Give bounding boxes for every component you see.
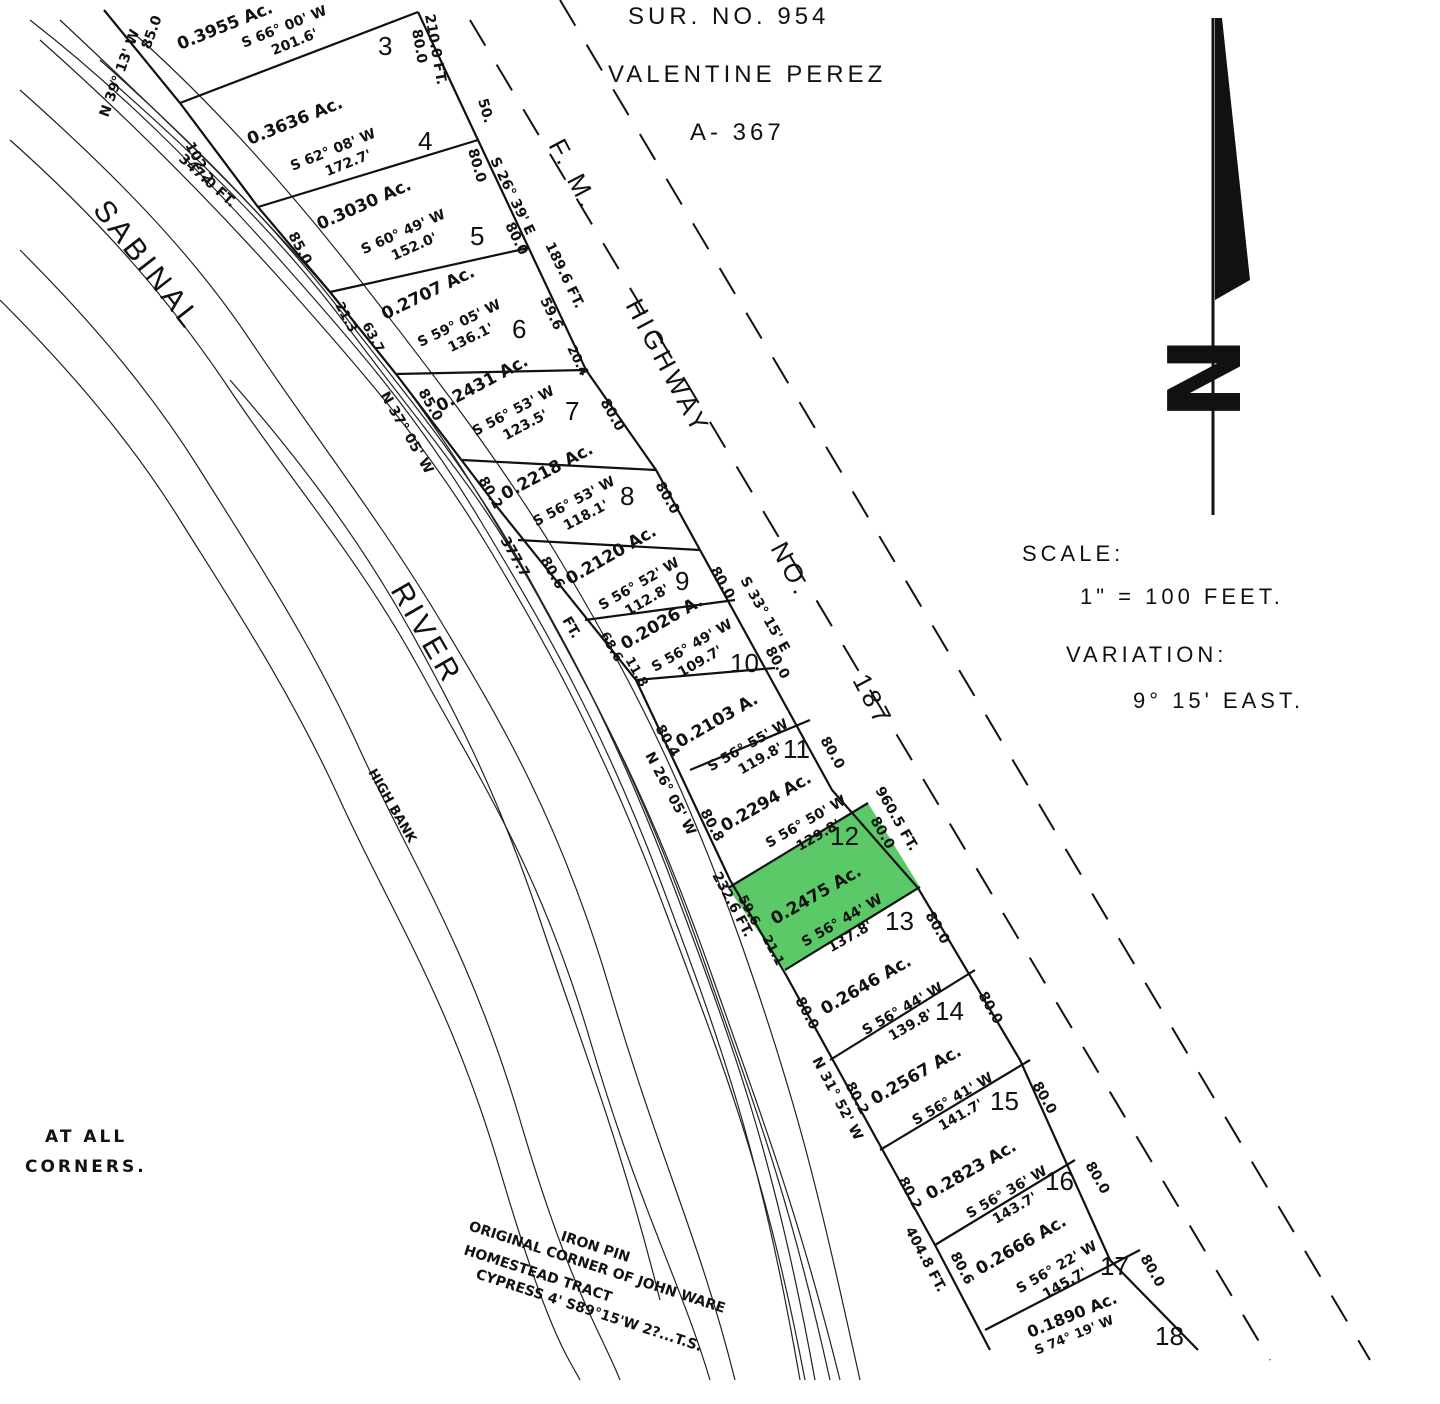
highlighted-lot-13 xyxy=(728,803,920,970)
highway-edges xyxy=(469,0,1371,1361)
lot-9-number: 9 xyxy=(675,566,689,596)
variation-value: 9° 15' EAST. xyxy=(1133,688,1304,713)
west-seg-118: 11.8 xyxy=(622,655,651,690)
subdivision-boundary xyxy=(103,9,1199,1351)
survey-header: SUR. NO. 954 VALENTINE PEREZ A- 367 xyxy=(608,3,886,146)
lot-5-number: 5 xyxy=(470,221,484,251)
lot-14-number: 14 xyxy=(935,996,964,1026)
west-bearing-1: N 39° 13' W xyxy=(97,27,144,119)
highway-line-4: 187 xyxy=(847,669,899,732)
river-line-2: RIVER xyxy=(384,577,468,690)
east-seg-800-top: 80.0 xyxy=(408,28,430,65)
east-seg-800-h: 80.0 xyxy=(817,734,848,772)
lot-15-number: 15 xyxy=(990,1086,1019,1116)
highway-line-2: HIGHWAY xyxy=(620,294,717,440)
lot-13-number: 13 xyxy=(885,906,914,936)
high-bank-label: HIGH BANK xyxy=(365,767,420,847)
west-seg-1: 85.0 xyxy=(139,13,166,51)
highway-line-3: NO. xyxy=(765,537,819,603)
north-arrow: N xyxy=(1147,18,1264,515)
survey-number: SUR. NO. 954 xyxy=(628,3,829,30)
lot-8-number: 8 xyxy=(620,481,634,511)
lot-7-number: 7 xyxy=(565,396,579,426)
lot-11-number: 11 xyxy=(783,734,810,764)
east-seg-800-l: 80.0 xyxy=(1029,1079,1060,1117)
scale-value: 1" = 100 FEET. xyxy=(1080,584,1284,609)
lot-3-number: 3 xyxy=(378,31,392,61)
variation-label: VARIATION: xyxy=(1066,642,1227,667)
west-seg-800a: 80.0 xyxy=(791,994,821,1032)
lot-lines xyxy=(179,10,1141,1331)
lot-12-number: 12 xyxy=(830,821,859,851)
east-seg-800-d: 80.0 xyxy=(597,396,628,434)
lot-17-number: 17 xyxy=(1100,1251,1129,1281)
east-seg-800-m: 80.0 xyxy=(1082,1159,1113,1197)
lot-18-number: 18 xyxy=(1155,1321,1184,1351)
east-seg-596: 59.6 xyxy=(536,295,566,333)
east-seg-800-k: 80.0 xyxy=(975,989,1006,1027)
scale-label: SCALE: xyxy=(1022,541,1124,566)
east-seg-800-n: 80.0 xyxy=(1137,1252,1168,1290)
iron-pin-note: IRON PIN ORIGINAL CORNER OF JOHN WARE HO… xyxy=(462,1219,727,1355)
highway-line-1: F. M. xyxy=(543,134,605,215)
east-seg-800-b: 80.0 xyxy=(464,147,489,185)
east-seg-800-e: 80.0 xyxy=(652,479,683,517)
west-seg-637: 63.7 xyxy=(358,320,386,355)
corners-note-2: CORNERS. xyxy=(25,1157,147,1177)
north-letter: N xyxy=(1147,336,1264,420)
west-seg-806b: 80.6 xyxy=(946,1249,976,1287)
west-seg-213: 21.3 xyxy=(331,300,359,335)
lot-6-number: 6 xyxy=(512,314,526,344)
east-seg-800-f: 80.0 xyxy=(707,564,738,602)
river-bank-lines xyxy=(0,19,861,1381)
lot-4-number: 4 xyxy=(418,126,432,156)
highway-label: F. M. HIGHWAY NO. 187 xyxy=(543,134,899,732)
corners-note-1: AT ALL xyxy=(45,1127,127,1147)
abstract-number: A- 367 xyxy=(690,119,785,146)
west-seg-802c: 80.2 xyxy=(894,1174,924,1212)
lot-4-area: 0.3636 Ac. xyxy=(244,93,345,149)
corner-notes: AT ALL CORNERS. xyxy=(25,1127,147,1177)
pin-line-4: CYPRESS 4' S89°15'W 2?...T.S. xyxy=(474,1267,704,1355)
east-seg-204: 20.4 xyxy=(563,343,591,378)
west-total-3-ft: FT. xyxy=(559,614,584,641)
river-line-1: SABINAL xyxy=(86,194,207,336)
lot-16-number: 16 xyxy=(1045,1166,1074,1196)
east-seg-500: 50. xyxy=(474,97,496,125)
scale-block: SCALE: 1" = 100 FEET. VARIATION: 9° 15' … xyxy=(1022,541,1304,713)
east-seg-800-j: 80.0 xyxy=(922,909,953,947)
lot-10-number: 10 xyxy=(730,648,759,678)
owner-name: VALENTINE PEREZ xyxy=(608,61,886,88)
